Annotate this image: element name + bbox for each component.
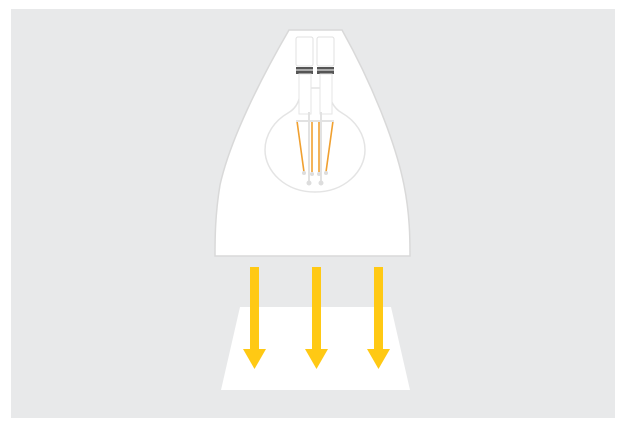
filament-contact-3 [317, 172, 321, 176]
filament-contact-1 [302, 171, 306, 175]
bulb-neck-right [320, 74, 332, 114]
filament-base-right [319, 181, 324, 186]
filament-base-left [307, 181, 312, 186]
socket-band-right-highlight [317, 69, 334, 71]
filament-contact-4 [324, 171, 328, 175]
bulb-neck-left [299, 74, 311, 114]
socket-right [317, 37, 334, 66]
filament-contact-2 [310, 172, 314, 176]
socket-left [296, 37, 313, 66]
socket-band-left-highlight [296, 69, 313, 71]
